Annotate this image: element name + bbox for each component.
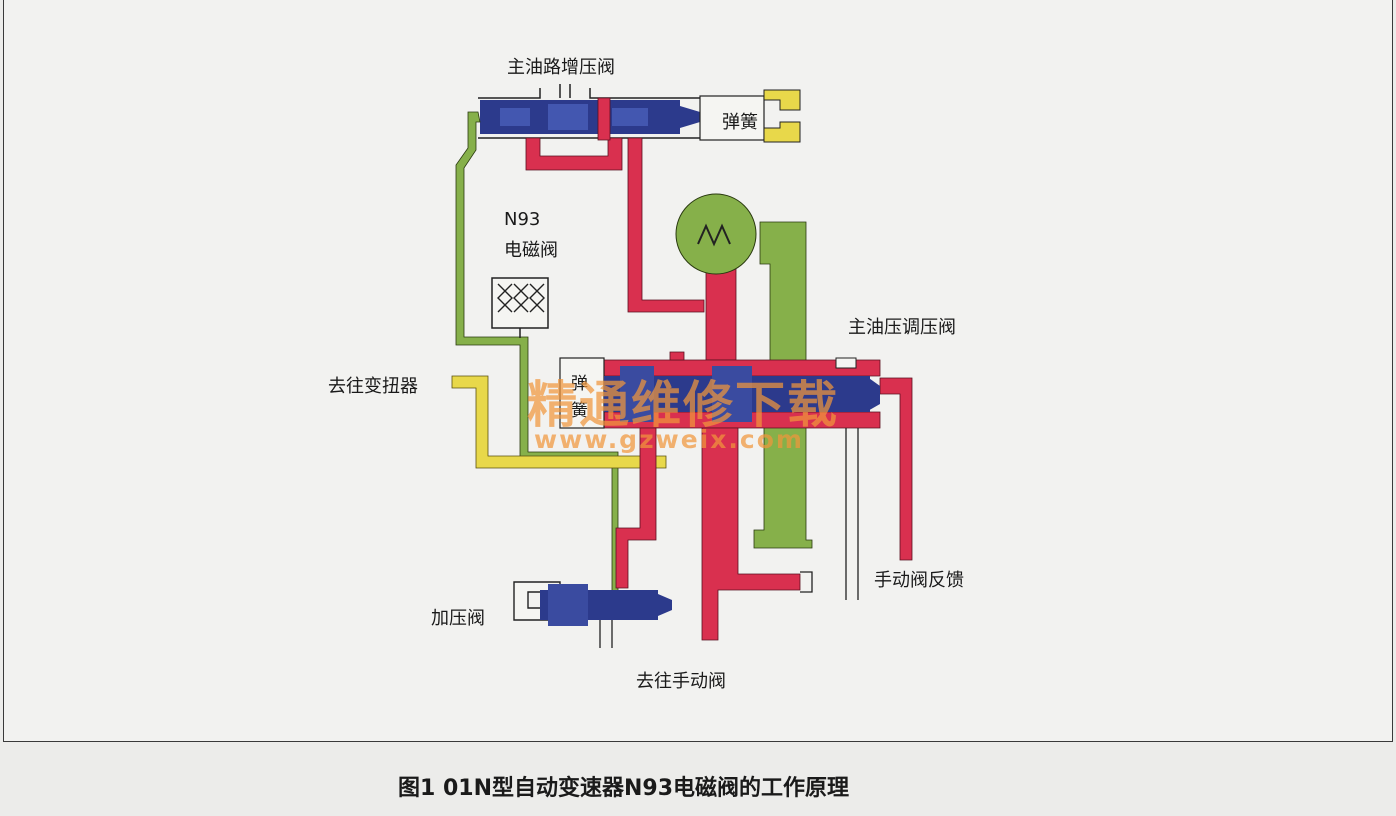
n93-label-line1: N93 bbox=[504, 209, 541, 230]
watermark-title: 精通维修下载 bbox=[527, 375, 839, 434]
spring-middle-label-1: 弹 bbox=[571, 374, 588, 394]
to-torque-converter-label: 去往变扭器 bbox=[328, 376, 418, 397]
main-pressure-regulator-spool bbox=[559, 357, 880, 429]
manual-valve-feedback-label: 手动阀反馈 bbox=[874, 570, 964, 591]
boost-valve-label: 加压阀 bbox=[431, 608, 485, 629]
n93-label-line2: 电磁阀 bbox=[504, 240, 558, 261]
spring-top-label: 弹簧 bbox=[722, 112, 758, 133]
pump-circle bbox=[675, 193, 757, 275]
main-line-boost-valve bbox=[478, 84, 801, 143]
feedback-channels bbox=[800, 428, 859, 600]
n93-solenoid bbox=[491, 277, 549, 338]
main-line-boost-valve-label: 主油路增压阀 bbox=[507, 57, 615, 78]
figure-caption: 图1 01N型自动变速器N93电磁阀的工作原理 bbox=[398, 776, 850, 801]
to-manual-valve-label: 去往手动阀 bbox=[636, 671, 726, 692]
spring-middle-label-2: 簧 bbox=[571, 401, 588, 421]
boost-valve bbox=[513, 581, 672, 648]
watermark-url: www.gzweix.com bbox=[534, 425, 804, 454]
main-pressure-regulator-label: 主油压调压阀 bbox=[848, 317, 956, 338]
main-pressure-lines bbox=[525, 97, 913, 641]
